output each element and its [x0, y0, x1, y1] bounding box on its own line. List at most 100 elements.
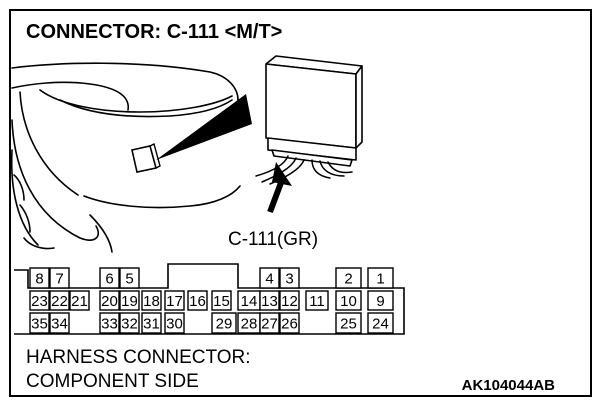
- pin-15: 15: [211, 290, 232, 311]
- pin-25: 25: [335, 312, 362, 334]
- pin-label-32: 32: [121, 316, 138, 333]
- pin-20: 20: [99, 290, 120, 311]
- pin-label-27: 27: [261, 316, 278, 333]
- pin-31: 31: [141, 312, 162, 334]
- pin-box-12: [279, 290, 300, 311]
- pin-13: 13: [259, 290, 280, 311]
- pin-box-21: [69, 290, 90, 311]
- pin-label-28: 28: [241, 316, 258, 333]
- pin-30: 30: [164, 312, 185, 334]
- pin-label-6: 6: [105, 271, 113, 288]
- pin-8: 8: [29, 267, 50, 289]
- pin-box-23: [29, 290, 50, 311]
- pin-box-25: [335, 312, 362, 334]
- connector-label: C-111(GR): [228, 229, 318, 250]
- harness-wires: [255, 155, 353, 185]
- pin-box-7: [49, 267, 70, 289]
- pin-label-10: 10: [340, 293, 357, 310]
- pin-box-26: [279, 312, 300, 334]
- pin-box-34: [49, 312, 70, 334]
- enlarged-connector-body: [265, 55, 363, 167]
- pin-label-3: 3: [285, 271, 293, 288]
- pin-label-29: 29: [216, 316, 233, 333]
- pin-4: 4: [259, 267, 280, 289]
- pin-24: 24: [367, 312, 394, 334]
- pin-box-3: [279, 267, 300, 289]
- pin-box-15: [211, 290, 232, 311]
- pin-22: 22: [49, 290, 70, 311]
- pin-label-35: 35: [31, 316, 48, 333]
- pin-label-20: 20: [101, 293, 118, 310]
- pin-box-19: [119, 290, 140, 311]
- pin-label-9: 9: [376, 293, 384, 310]
- pin-3: 3: [279, 267, 300, 289]
- pin-box-2: [335, 267, 362, 289]
- pin-label-25: 25: [340, 316, 357, 333]
- pin-label-7: 7: [55, 271, 63, 288]
- pin-box-9: [367, 290, 394, 311]
- pin-label-19: 19: [121, 293, 138, 310]
- pin-label-23: 23: [31, 293, 48, 310]
- connector-face-outline: [14, 263, 405, 335]
- pin-21: 21: [69, 290, 90, 311]
- dashboard-illustration: [10, 62, 241, 253]
- pin-12: 12: [279, 290, 300, 311]
- pin-label-15: 15: [213, 293, 230, 310]
- pin-label-1: 1: [376, 271, 384, 288]
- pin-box-10: [335, 290, 362, 311]
- pin-label-8: 8: [35, 271, 43, 288]
- pin-box-24: [367, 312, 394, 334]
- pin-label-31: 31: [143, 316, 160, 333]
- pointer-arrow: [267, 162, 292, 214]
- pin-34: 34: [49, 312, 70, 334]
- pin-box-13: [259, 290, 280, 311]
- pin-box-1: [367, 267, 394, 289]
- pin-label-16: 16: [189, 293, 206, 310]
- pin-label-24: 24: [372, 316, 389, 333]
- diagram-title: CONNECTOR: C-111 <M/T>: [26, 21, 282, 43]
- pin-label-5: 5: [125, 271, 133, 288]
- pin-box-29: [211, 312, 237, 334]
- pin-box-31: [141, 312, 162, 334]
- pin-35: 35: [29, 312, 50, 334]
- pin-box-11: [305, 290, 329, 311]
- pin-box-18: [141, 290, 162, 311]
- pin-23: 23: [29, 290, 50, 311]
- pin-5: 5: [119, 267, 140, 289]
- pin-box-30: [164, 312, 185, 334]
- pin-label-18: 18: [143, 293, 160, 310]
- pin-label-21: 21: [71, 293, 88, 310]
- pin-box-8: [29, 267, 50, 289]
- pin-box-16: [187, 290, 208, 311]
- pin-28: 28: [237, 312, 261, 334]
- pin-box-5: [119, 267, 140, 289]
- pin-1: 1: [367, 267, 394, 289]
- pin-box-17: [164, 290, 185, 311]
- pin-label-30: 30: [166, 316, 183, 333]
- pin-27: 27: [259, 312, 280, 334]
- pin-label-11: 11: [309, 293, 325, 310]
- pin-17: 17: [164, 290, 185, 311]
- pin-33: 33: [99, 312, 120, 334]
- pin-box-22: [49, 290, 70, 311]
- pin-7: 7: [49, 267, 70, 289]
- pin-box-27: [259, 312, 280, 334]
- pin-29: 29: [211, 312, 237, 334]
- pin-label-17: 17: [166, 293, 183, 310]
- pin-box-35: [29, 312, 50, 334]
- caption-line-2: COMPONENT SIDE: [26, 371, 199, 392]
- callout-wedge: [156, 94, 252, 160]
- pin-label-22: 22: [51, 293, 68, 310]
- pin-2: 2: [335, 267, 362, 289]
- pin-box-4: [259, 267, 280, 289]
- mounted-connector: [131, 142, 161, 173]
- pin-10: 10: [335, 290, 362, 311]
- pin-26: 26: [279, 312, 300, 334]
- pin-box-20: [99, 290, 120, 311]
- pin-label-4: 4: [265, 271, 273, 288]
- pin-6: 6: [99, 267, 120, 289]
- pin-32: 32: [119, 312, 140, 334]
- pin-18: 18: [141, 290, 162, 311]
- pin-16: 16: [187, 290, 208, 311]
